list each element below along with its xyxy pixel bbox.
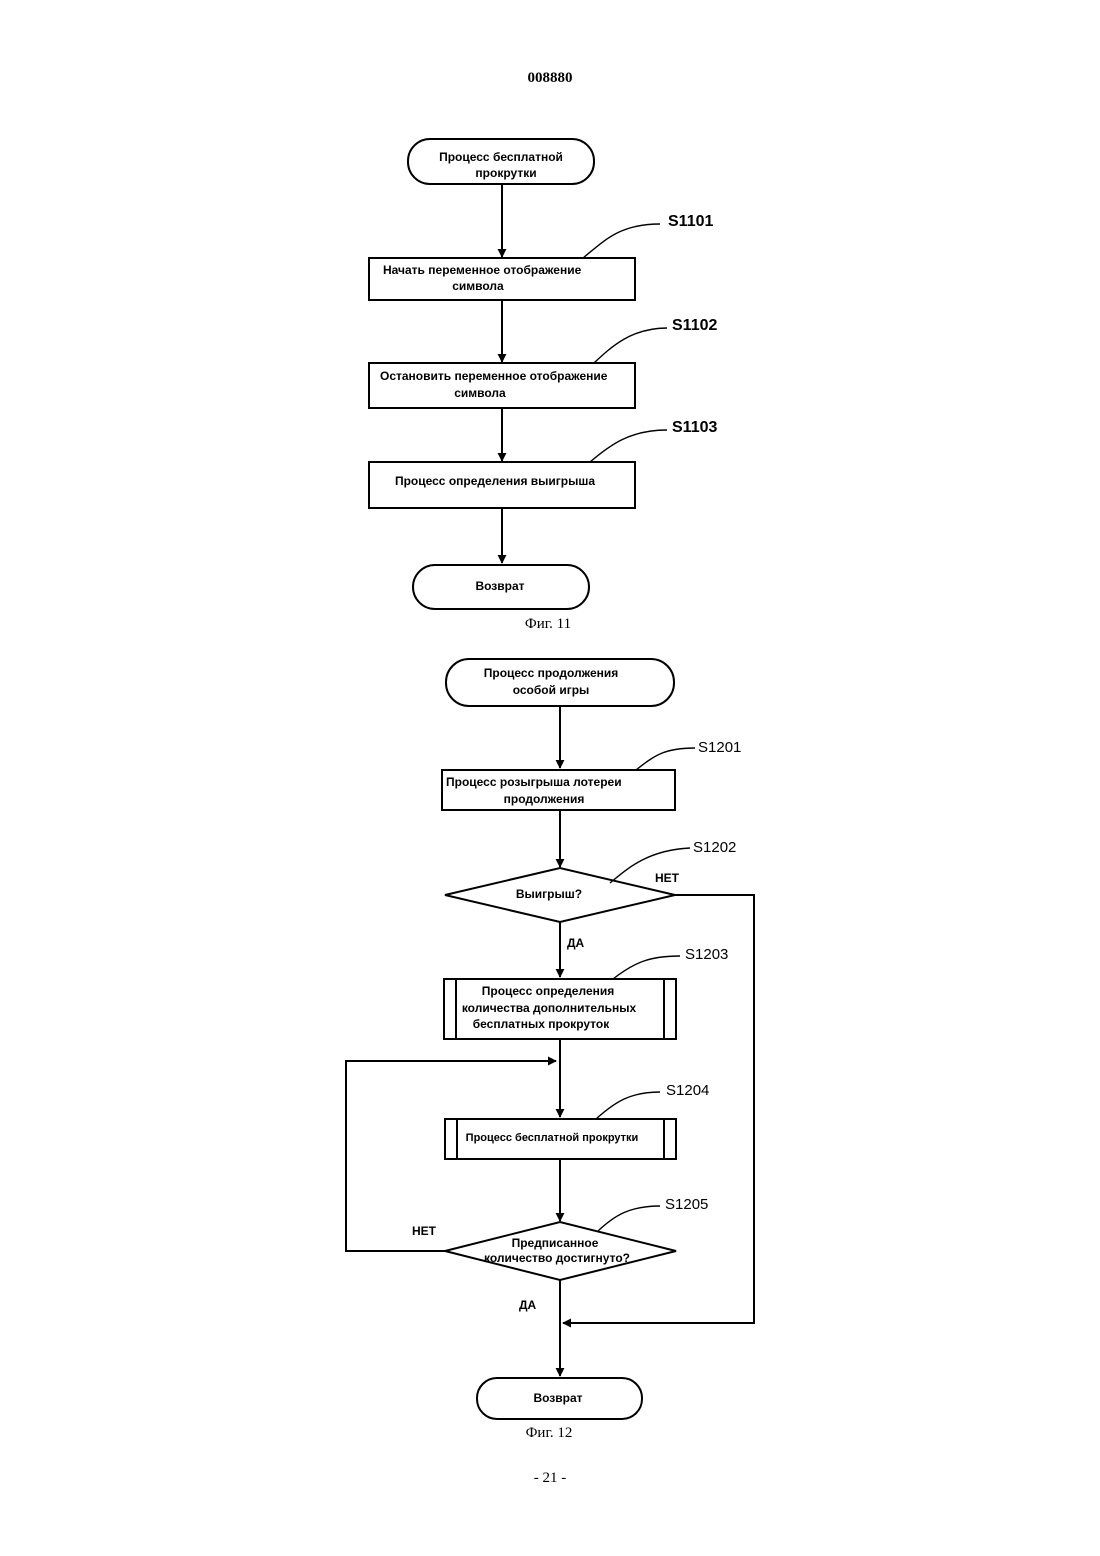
document-number: 008880 xyxy=(528,70,573,86)
fig12-arrow-no-s1205 xyxy=(346,1061,556,1251)
fig12-text: Процесс продолжения особой игры S1201 Пр… xyxy=(412,666,741,1441)
fig11-s1101-line2: символа xyxy=(452,279,504,293)
fig12-s1202-no: НЕТ xyxy=(655,871,680,885)
fig11-label-s1101: S1101 xyxy=(668,213,713,230)
fig12-leader-s1205 xyxy=(598,1206,660,1231)
fig12-s1202-yes: ДА xyxy=(567,936,585,950)
fig11-label-s1103: S1103 xyxy=(672,419,717,436)
fig11-start-line1: Процесс бесплатной xyxy=(439,150,563,164)
fig12-s1201-line1: Процесс розыгрыша лотереи xyxy=(446,775,622,789)
fig12-start-line2: особой игры xyxy=(513,683,590,697)
fig12-end-text: Возврат xyxy=(533,1391,582,1405)
flowchart-fig12 xyxy=(346,659,754,1419)
fig12-leader-s1204 xyxy=(596,1092,660,1119)
fig12-leader-s1203 xyxy=(613,956,680,979)
fig12-label-s1205: S1205 xyxy=(665,1196,708,1213)
fig11-text: Процесс бесплатной прокрутки S1101 Начат… xyxy=(380,150,717,632)
fig11-leader-s1103 xyxy=(590,430,667,462)
fig12-caption: Фиг. 12 xyxy=(526,1425,573,1441)
fig12-s1202-text: Выигрыш? xyxy=(516,887,582,901)
fig12-s1205-yes: ДА xyxy=(519,1298,537,1312)
fig11-s1102-line1: Остановить переменное отображение xyxy=(380,369,608,383)
fig11-s1102-line2: символа xyxy=(454,386,506,400)
fig12-label-s1202: S1202 xyxy=(693,839,736,856)
fig11-s1101-line1: Начать переменное отображение xyxy=(383,263,582,277)
page-number: - 21 - xyxy=(534,1470,567,1486)
fig11-end-text: Возврат xyxy=(475,579,524,593)
fig12-s1203-line1: Процесс определения xyxy=(482,984,615,998)
fig12-s1205-line2: количество достигнуто? xyxy=(484,1251,630,1265)
fig12-start-line1: Процесс продолжения xyxy=(484,666,619,680)
fig12-label-s1201: S1201 xyxy=(698,739,741,756)
fig12-label-s1204: S1204 xyxy=(666,1082,709,1099)
fig12-s1204-text: Процесс бесплатной прокрутки xyxy=(466,1132,639,1144)
fig12-s1205-line1: Предписанное xyxy=(512,1236,599,1250)
fig11-caption: Фиг. 11 xyxy=(525,616,571,632)
fig12-leader-s1201 xyxy=(636,748,695,770)
fig11-start-line2: прокрутки xyxy=(475,166,536,180)
fig11-s1103-text: Процесс определения выигрыша xyxy=(395,474,595,488)
fig11-leader-s1102 xyxy=(594,328,667,363)
fig11-label-s1102: S1102 xyxy=(672,317,717,334)
fig12-s1203-line2: количества дополнительных xyxy=(462,1001,637,1015)
fig12-s1201-line2: продолжения xyxy=(504,792,585,806)
fig12-s1205-no: НЕТ xyxy=(412,1224,437,1238)
fig12-label-s1203: S1203 xyxy=(685,946,728,963)
fig12-s1203-line3: бесплатных прокруток xyxy=(473,1017,610,1031)
fig11-leader-s1101 xyxy=(583,224,660,258)
